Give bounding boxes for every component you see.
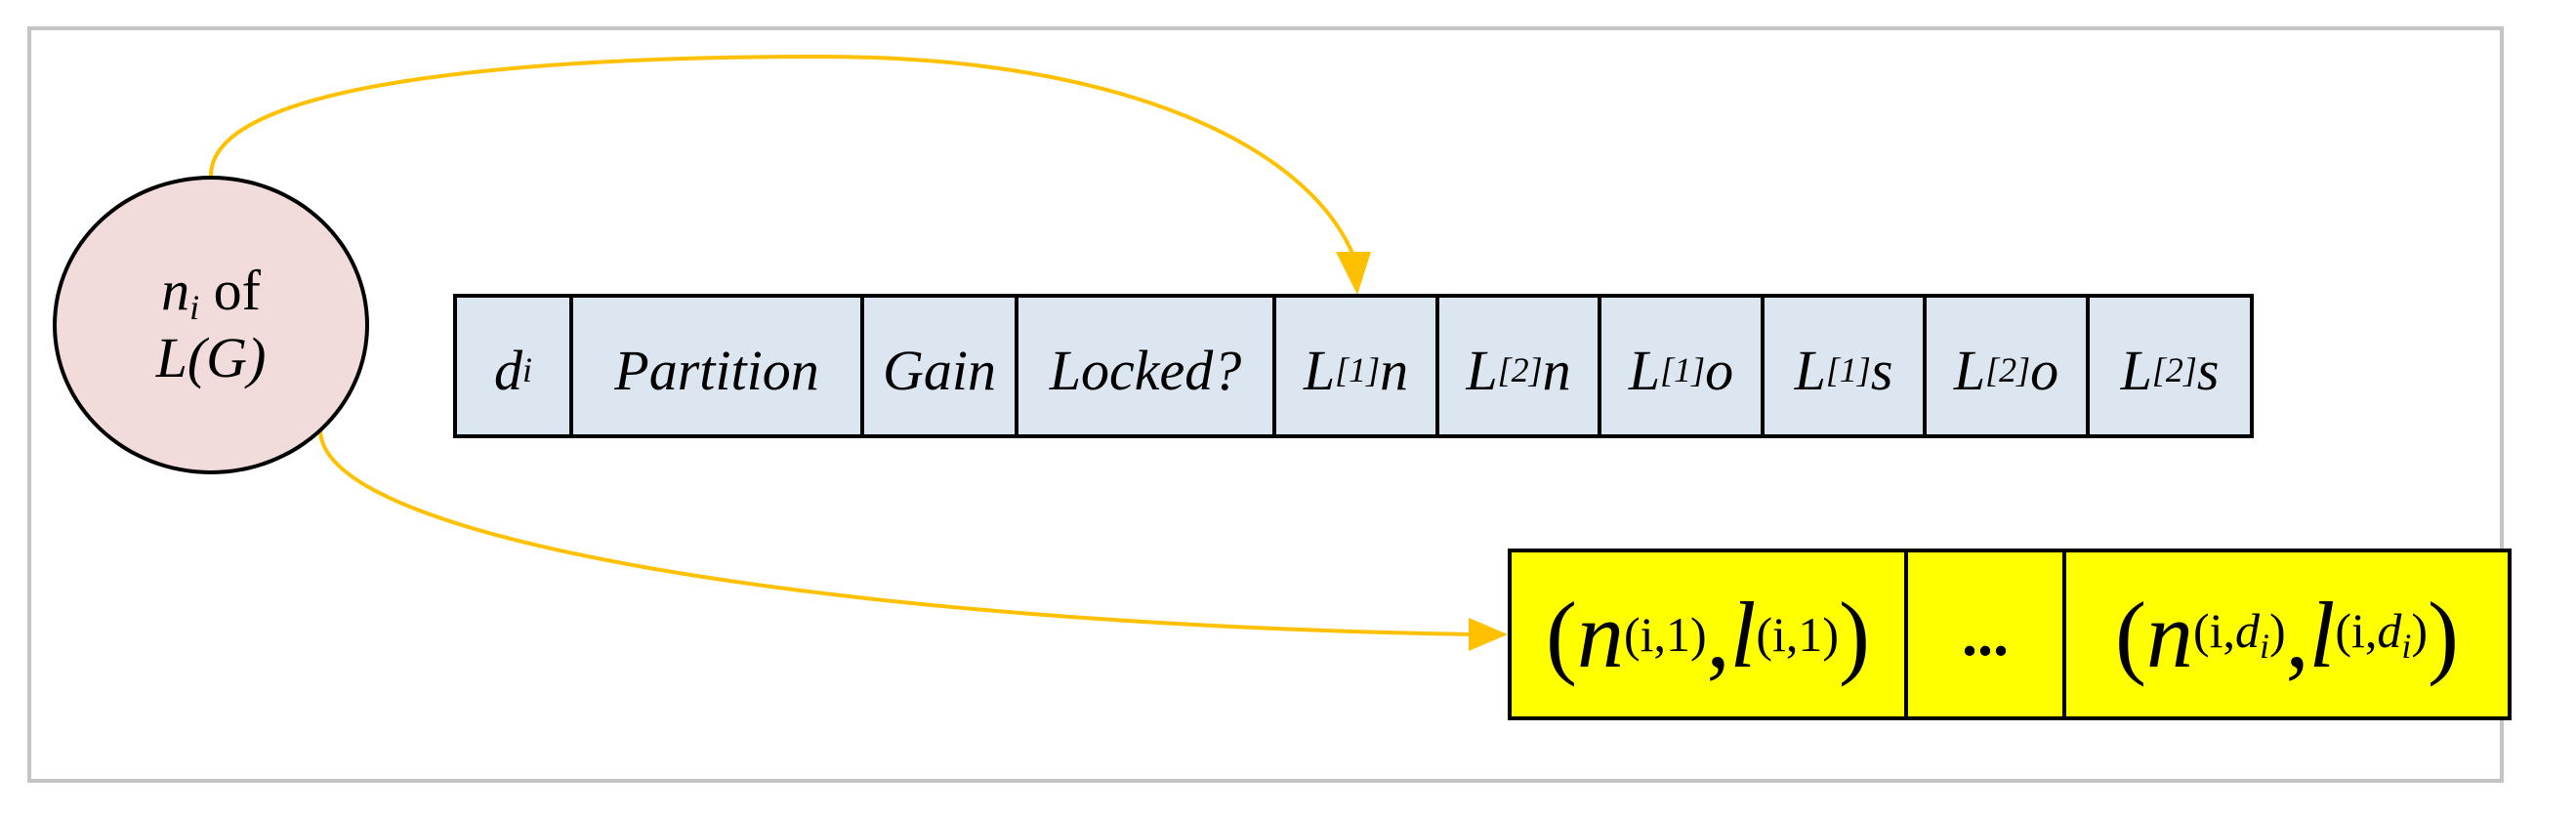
diagram-frame — [27, 26, 2504, 783]
arrow-to-adjacency-list — [318, 428, 1475, 636]
link-subscript-group: (i,di) — [2335, 603, 2429, 666]
field-gain: Gain — [864, 298, 1018, 434]
node-of-text: of — [213, 258, 261, 322]
adjacency-last-entry: (n(i,di),l(i,di)) — [2114, 582, 2460, 687]
field-l2o: L[2]o — [1927, 298, 2090, 434]
field-partition: Partition — [573, 298, 864, 434]
node-label-line1: ni of — [161, 258, 261, 327]
node-subscript-group: (i,di) — [2192, 603, 2286, 666]
node-graph-label: L(G) — [155, 326, 267, 390]
adjacency-first-entry: (n(i,1),l(i,1)) — [1512, 552, 1908, 716]
adjacency-ellipsis: ... — [1908, 552, 2066, 716]
field-l1s: L[1]s — [1765, 298, 1927, 434]
arrow-to-record — [209, 54, 1355, 257]
field-l2s: L[2]s — [2120, 338, 2220, 402]
field-l1n: L[1]n — [1276, 298, 1439, 434]
node-subscript: i — [189, 287, 200, 327]
node-name: n — [161, 258, 190, 322]
field-l2n: L[2]n — [1439, 298, 1601, 434]
arrow-to-adjacency-list-head — [1469, 618, 1508, 651]
node-ellipse: ni of L(G) — [53, 176, 369, 474]
field-l1o: L[1]o — [1601, 298, 1765, 434]
arrow-to-record-head — [1336, 252, 1371, 295]
adjacency-list: (n(i,1),l(i,1)) ... (n(i,di),l(i,di)) — [1508, 549, 2512, 720]
field-locked: Locked? — [1018, 298, 1276, 434]
